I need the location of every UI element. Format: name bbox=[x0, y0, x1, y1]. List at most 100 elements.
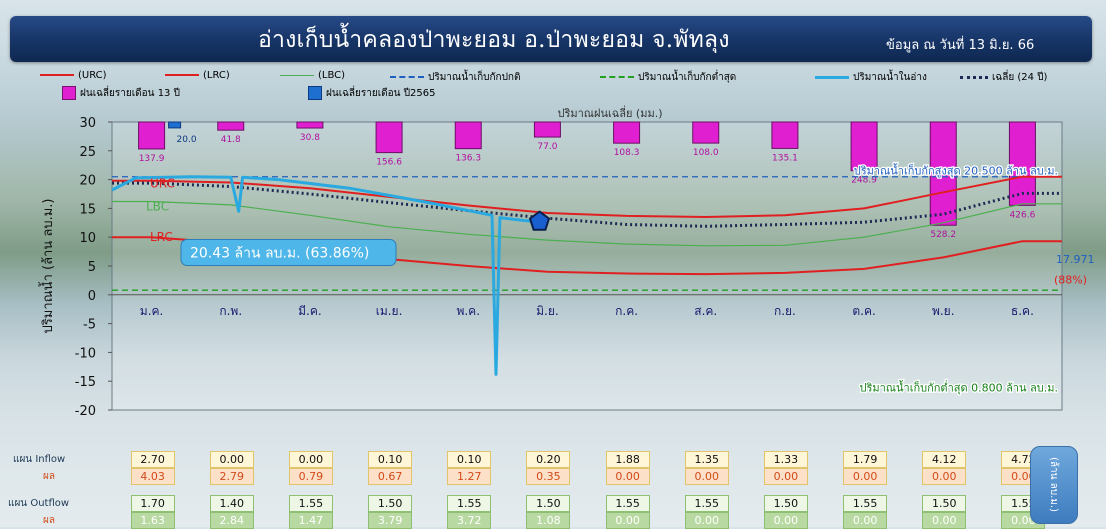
inflow-result-cell: 0.35 bbox=[526, 468, 571, 485]
rain-bar-13y bbox=[138, 121, 166, 150]
inflow-plan-cell: 4.12 bbox=[922, 451, 967, 468]
inflow-plan-cell: 1.35 bbox=[684, 451, 729, 468]
outflow-plan-cell: 1.50 bbox=[922, 495, 967, 512]
x-tick-label: ก.ค. bbox=[615, 304, 638, 318]
current-storage-line bbox=[111, 175, 540, 376]
legend-label: ปริมาณน้ำในอ่าง bbox=[853, 72, 927, 83]
rain-bar-13y bbox=[850, 121, 878, 172]
inflow-result-cell: 0.00 bbox=[922, 468, 967, 485]
outflow-result-cell: 0.00 bbox=[763, 512, 808, 529]
row-label-inflow-result: ผล bbox=[43, 471, 55, 482]
inflow-result-cell: 0.79 bbox=[288, 468, 333, 485]
legend-item-current: ปริมาณน้ำในอ่าง bbox=[815, 70, 927, 85]
y-tick-label: 0 bbox=[88, 289, 96, 304]
legend-label: ปริมาณน้ำเก็บกักต่ำสุด bbox=[638, 72, 737, 83]
outflow-result-cell: 1.47 bbox=[288, 512, 333, 529]
legend-swatch bbox=[600, 76, 634, 78]
x-tick-label: ก.ย. bbox=[774, 304, 796, 318]
y-axis-label: ปริมาณน้ำ (ล้าน ลบ.ม.) bbox=[38, 199, 56, 334]
legend-item-min-storage: ปริมาณน้ำเก็บกักต่ำสุด bbox=[600, 70, 736, 85]
outflow-result-cell: 0.00 bbox=[922, 512, 967, 529]
rain-bar-label: 108.0 bbox=[693, 148, 719, 158]
legend-item-normal-storage: ปริมาณน้ำเก็บกักปกติ bbox=[390, 70, 520, 85]
inflow-plan-cell: 0.10 bbox=[368, 451, 413, 468]
legend-label: ฝนเฉลี่ยรายเดือน 13 ปี bbox=[80, 88, 180, 99]
rain-bar-label: 426.6 bbox=[1010, 210, 1036, 220]
x-tick-label: ก.พ. bbox=[219, 304, 242, 318]
y-tick-label: 20 bbox=[79, 174, 96, 189]
rain-bar-13y bbox=[692, 121, 720, 144]
x-tick-label: เม.ย. bbox=[376, 304, 403, 318]
x-tick-label: ธ.ค. bbox=[1011, 304, 1034, 318]
rain-bar-2565 bbox=[168, 121, 182, 129]
legend-swatch bbox=[815, 75, 849, 79]
rain-bar-13y bbox=[771, 121, 799, 149]
rain-bar-label: 136.3 bbox=[455, 154, 481, 164]
inflow-result-cell: 0.00 bbox=[605, 468, 650, 485]
outflow-plan-cell: 1.70 bbox=[130, 495, 175, 512]
rain-bar-13y bbox=[454, 121, 482, 150]
lbc-curve bbox=[112, 200, 1062, 247]
inflow-result-cell: 0.67 bbox=[368, 468, 413, 485]
legend-swatch bbox=[40, 74, 74, 76]
legend-swatch bbox=[390, 76, 424, 78]
x-tick-label: มิ.ย. bbox=[536, 304, 559, 318]
y-tick-label: 10 bbox=[79, 231, 96, 246]
legend-swatch bbox=[308, 86, 322, 100]
outflow-result-cell: 3.79 bbox=[368, 512, 413, 529]
outflow-plan-cell: 1.55 bbox=[684, 495, 729, 512]
inflow-plan-cell: 1.79 bbox=[843, 451, 888, 468]
rain-bar-label: 77.0 bbox=[537, 142, 557, 152]
legend-swatch bbox=[280, 74, 314, 76]
inflow-plan-cell: 0.00 bbox=[288, 451, 333, 468]
legend-label: ฝนเฉลี่ยรายเดือน ปี2565 bbox=[326, 88, 436, 99]
y-tick-label: -15 bbox=[75, 375, 96, 390]
inflow-plan-cell: 1.33 bbox=[763, 451, 808, 468]
urc-curve bbox=[112, 175, 1062, 219]
max-storage-label: ปริมาณน้ำเก็บกักสูงสุด 20.500 ล้าน ลบ.ม. bbox=[854, 163, 1058, 178]
legend-label: (URC) bbox=[78, 70, 107, 81]
row-label-outflow-plan: แผน Outflow bbox=[8, 498, 70, 509]
inflow-plan-cell: 2.70 bbox=[130, 451, 175, 468]
storage-chart: 302520151050-5-10-15-20ม.ค.ก.พ.มี.ค.เม.ย… bbox=[38, 105, 1095, 419]
y-tick-label: -20 bbox=[75, 404, 96, 419]
min-storage-label: ปริมาณน้ำเก็บกักต่ำสุด 0.800 ล้าน ลบ.ม. bbox=[859, 380, 1058, 395]
rain-bar-label: 135.1 bbox=[772, 153, 798, 163]
y-tick-label: -10 bbox=[75, 346, 96, 361]
x-tick-label: มี.ค. bbox=[298, 304, 322, 318]
outflow-plan-cell: 1.55 bbox=[843, 495, 888, 512]
x-tick-label: ต.ค. bbox=[852, 304, 875, 318]
outflow-plan-cell: 1.50 bbox=[763, 495, 808, 512]
current-value-text: 20.43 ล้าน ลบ.ม. (63.86%) bbox=[190, 246, 369, 262]
page-title: อ่างเก็บน้ำคลองป่าพะยอม อ.ป่าพะยอม จ.พัท… bbox=[258, 27, 730, 53]
outflow-result-cell: 3.72 bbox=[447, 512, 492, 529]
legend-item-average: เฉลี่ย (24 ปี) bbox=[960, 70, 1047, 85]
legend-item-lbc: (LBC) bbox=[280, 70, 345, 81]
rain-bar-13y bbox=[375, 121, 403, 154]
rain-bar-2565-label: 20.0 bbox=[177, 135, 197, 145]
average-24y-curve bbox=[112, 181, 1062, 228]
legend-swatch bbox=[960, 75, 988, 79]
legend-label: เฉลี่ย (24 ปี) bbox=[992, 72, 1048, 83]
legend-item-rain-2565: ฝนเฉลี่ยรายเดือน ปี2565 bbox=[308, 86, 436, 101]
rain-bar-13y bbox=[533, 121, 561, 138]
right-pct-label: (88%) bbox=[1054, 273, 1087, 286]
x-tick-label: พ.ค. bbox=[456, 304, 480, 318]
rain-bar-label: 41.8 bbox=[221, 135, 241, 145]
x-tick-label: พ.ย. bbox=[932, 304, 955, 318]
outflow-plan-cell: 1.50 bbox=[526, 495, 571, 512]
inflow-result-cell: 4.03 bbox=[130, 468, 175, 485]
row-label-outflow-result: ผล bbox=[43, 515, 55, 526]
y-tick-label: 25 bbox=[79, 145, 96, 160]
rain-bar-label: 156.6 bbox=[376, 158, 402, 168]
legend-label: (LBC) bbox=[318, 70, 346, 81]
outflow-result-cell: 0.00 bbox=[684, 512, 729, 529]
rain-bar-13y bbox=[217, 121, 245, 131]
y-tick-label: -5 bbox=[83, 318, 96, 333]
rain-bar-13y bbox=[929, 121, 957, 226]
data-date: ข้อมูล ณ วันที่ 13 มิ.ย. 66 bbox=[886, 38, 1035, 53]
outflow-result-cell: 0.00 bbox=[605, 512, 650, 529]
outflow-plan-cell: 1.55 bbox=[447, 495, 492, 512]
outflow-result-cell: 0.00 bbox=[843, 512, 888, 529]
unit-label: (ล้าน ลบ.ม.) bbox=[1048, 456, 1059, 512]
